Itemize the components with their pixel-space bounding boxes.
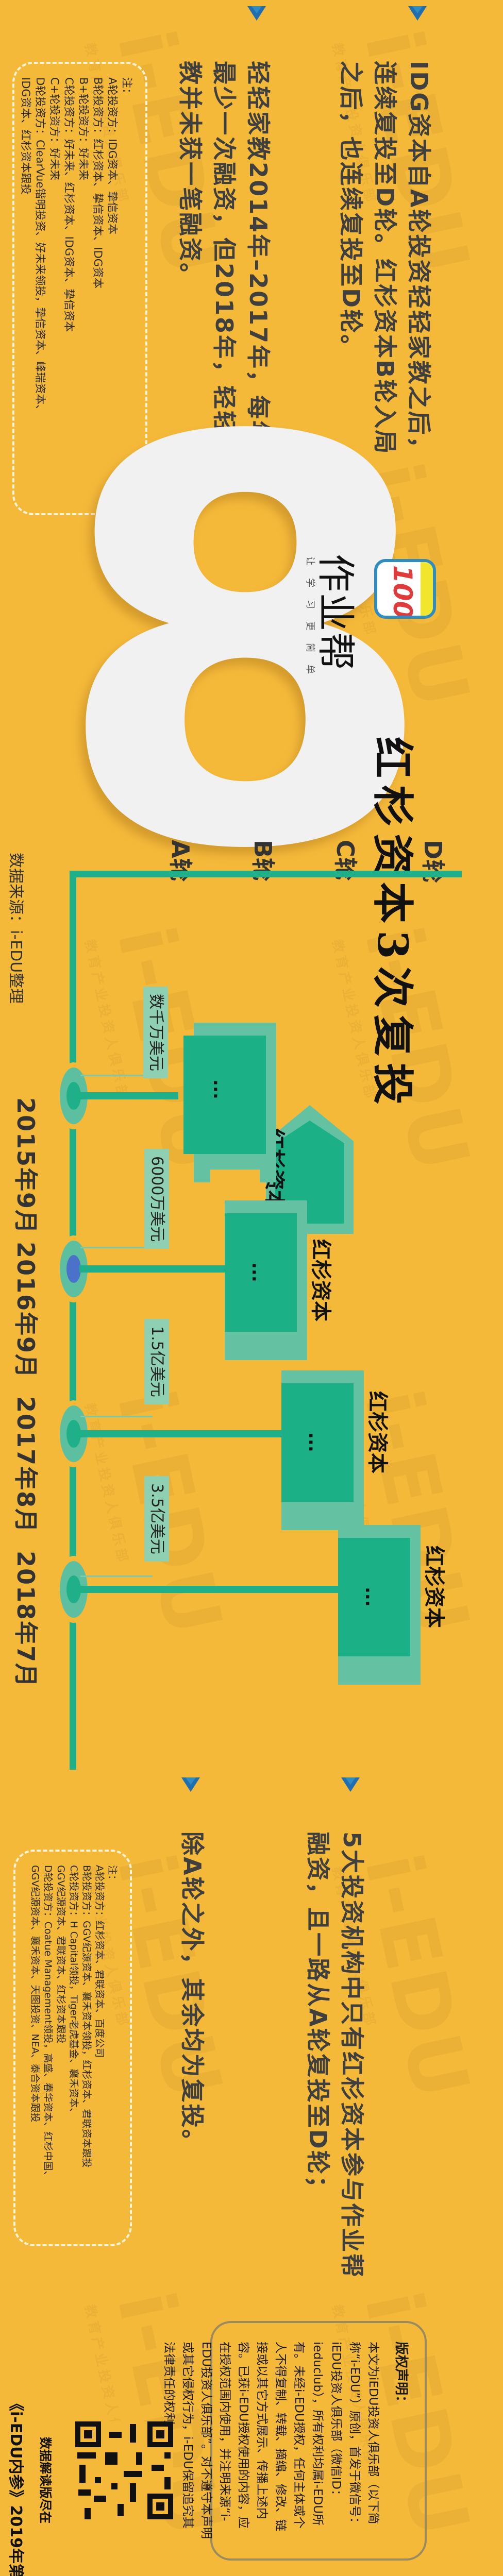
bullet-icon [181, 1777, 200, 1792]
qr-code-icon [75, 2421, 173, 2519]
page-title: 红杉资本3次复投 [368, 737, 417, 1112]
qr-caption: 数据解读版尽在 [38, 2437, 53, 2523]
bullet-icon [408, 6, 427, 21]
conclusion-point-1: 5大投资机构中只有红杉资本参与作业帮融资，且一路从A轮复投至D轮； [304, 1832, 366, 2279]
copyright-title: 版权声明： [393, 2342, 409, 2409]
logo-100: 100 [388, 565, 417, 619]
amount-connector [80, 1416, 153, 1417]
notes-line: D轮投资方：ClearVue锴明投资、好未来领投，挚信资本、峰瑞资本、 [34, 77, 46, 416]
event-date: 2018年7月 [12, 1551, 40, 1688]
timeline-node-center [66, 1082, 81, 1110]
logo-name: 作业帮 [313, 554, 358, 671]
notes-line: D轮投资方：Coatue Management领投，高盛、春华资本、红杉中国、 [42, 1865, 54, 2181]
amount-label-d: 3.5亿美元 [144, 1476, 169, 1562]
notes-line: IDG资本、红杉资本跟投 [20, 77, 32, 195]
amount-connector [80, 1075, 147, 1076]
amount-label-c: 1.5亿美元 [144, 1319, 169, 1404]
ellipsis-icon: ... [361, 1587, 382, 1607]
data-source: 数据来源：i-EDU整理 [7, 853, 25, 1004]
event-date: 2016年9月 [12, 1242, 40, 1379]
zuoyebang-logo-icon: 100 [374, 559, 436, 619]
notes-heading: 注： [107, 1865, 118, 1885]
notes-box-2: 注： A轮投资方：红杉资本、君联资本、百度公司 B轮投资方：GGV纪源资本、襄禾… [13, 1850, 132, 2246]
notes-line: GGV纪源资本、襄禾资本、天图投资、NEA、泰合资本跟投 [29, 1865, 41, 2123]
conclusion-point-2: 除A轮之外，其余均为复投。 [178, 1832, 206, 2155]
event-date: 2017年8月 [12, 1396, 40, 1534]
amount-label-b: 6000万美元 [144, 1149, 169, 1249]
node-stem [79, 1265, 225, 1273]
publication-title: 《i-EDU内参》2019年第2期 [7, 2396, 25, 2576]
copyright-box: 版权声明： 本文为iEDU投资人俱乐部（以下简称“i-EDU”）原创，首发于微信… [162, 2321, 427, 2561]
notes-line: C轮投资方：H Capital领投，Tiger老虎基金、襄禾资本、 [68, 1865, 79, 2118]
ellipsis-icon: ... [209, 1079, 230, 1099]
timeline-axis-vertical [70, 871, 462, 877]
node-stem [79, 1430, 281, 1437]
amount-connector [80, 1575, 153, 1577]
logo-stripe [421, 562, 433, 616]
timeline-node-center [66, 1420, 81, 1448]
bullet-icon [341, 1777, 360, 1792]
timeline-node-center [66, 1255, 81, 1283]
node-stem [79, 1092, 178, 1099]
amount-connector [80, 1247, 153, 1248]
ellipsis-icon: ... [248, 1262, 269, 1282]
amount-label-a: 数千万美元 [143, 987, 168, 1078]
notes-line: GGV纪源资本、君联资本、红杉资本跟投 [55, 1865, 66, 2044]
bullet-icon [247, 6, 266, 21]
ellipsis-icon: ... [305, 1432, 325, 1452]
logo-tagline: 让学习更简单 [305, 556, 315, 686]
notes-line: A轮投资方：红杉资本、君联资本、百度公司 [94, 1865, 105, 2058]
event-date: 2015年9月 [12, 1097, 40, 1235]
timeline-node-center [66, 1575, 81, 1603]
copyright-body: 本文为iEDU投资人俱乐部（以下简称“i-EDU”）原创，首发于微信号：iEDU… [162, 2342, 380, 2539]
timeline-axis [70, 871, 76, 1770]
notes-line: B轮投资方：GGV纪源资本、襄禾资本领投，红杉资本、君联资本跟投 [81, 1865, 92, 2168]
node-stem [79, 1586, 338, 1593]
